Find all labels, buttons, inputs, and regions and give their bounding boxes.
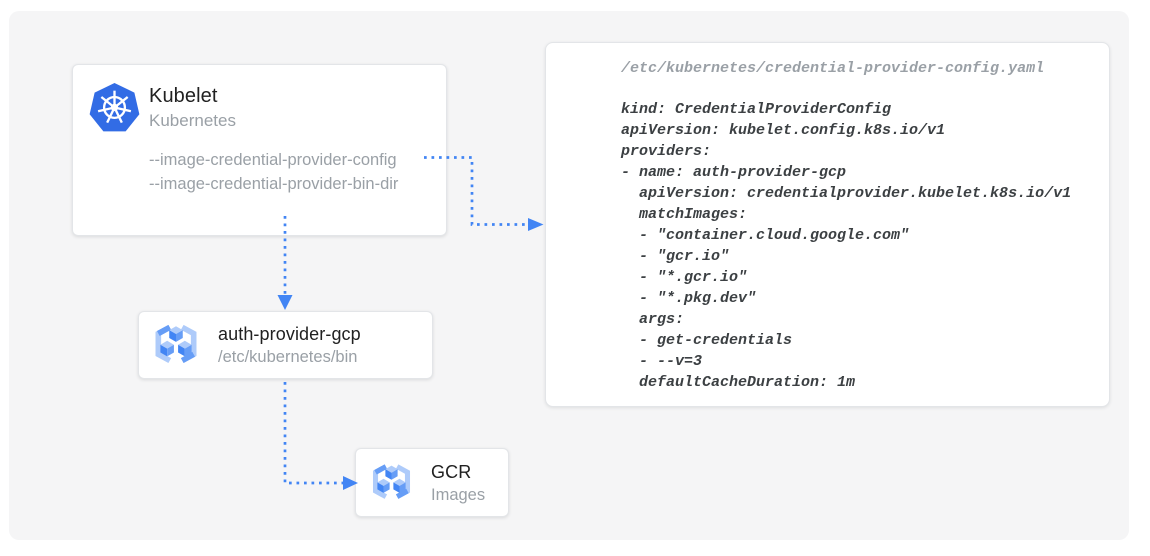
credential-provider-config-panel: /etc/kubernetes/credential-provider-conf… — [545, 42, 1110, 407]
auth-provider-path: /etc/kubernetes/bin — [218, 348, 358, 366]
kubelet-title: Kubelet — [149, 85, 218, 107]
gcr-title: GCR — [431, 462, 472, 482]
config-filename: /etc/kubernetes/credential-provider-conf… — [621, 60, 1045, 77]
node-kubelet: Kubelet Kubernetes --image-credential-pr… — [72, 64, 447, 236]
config-yaml-code: kind: CredentialProviderConfig apiVersio… — [621, 101, 1072, 391]
kubernetes-icon — [89, 83, 140, 132]
gcr-subtitle: Images — [431, 486, 486, 504]
kubelet-flag-bin-dir: --image-credential-provider-bin-dir — [149, 174, 399, 193]
node-gcr: GCR Images — [355, 448, 509, 517]
kubelet-flags: --image-credential-provider-config --ima… — [149, 149, 398, 196]
kubelet-flag-config: --image-credential-provider-config — [149, 151, 397, 169]
container-registry-icon — [155, 324, 197, 364]
node-auth-provider-gcp: auth-provider-gcp /etc/kubernetes/bin — [138, 311, 433, 379]
container-registry-icon — [372, 464, 411, 499]
kubelet-subtitle: Kubernetes — [149, 111, 236, 130]
auth-provider-title: auth-provider-gcp — [218, 324, 361, 344]
